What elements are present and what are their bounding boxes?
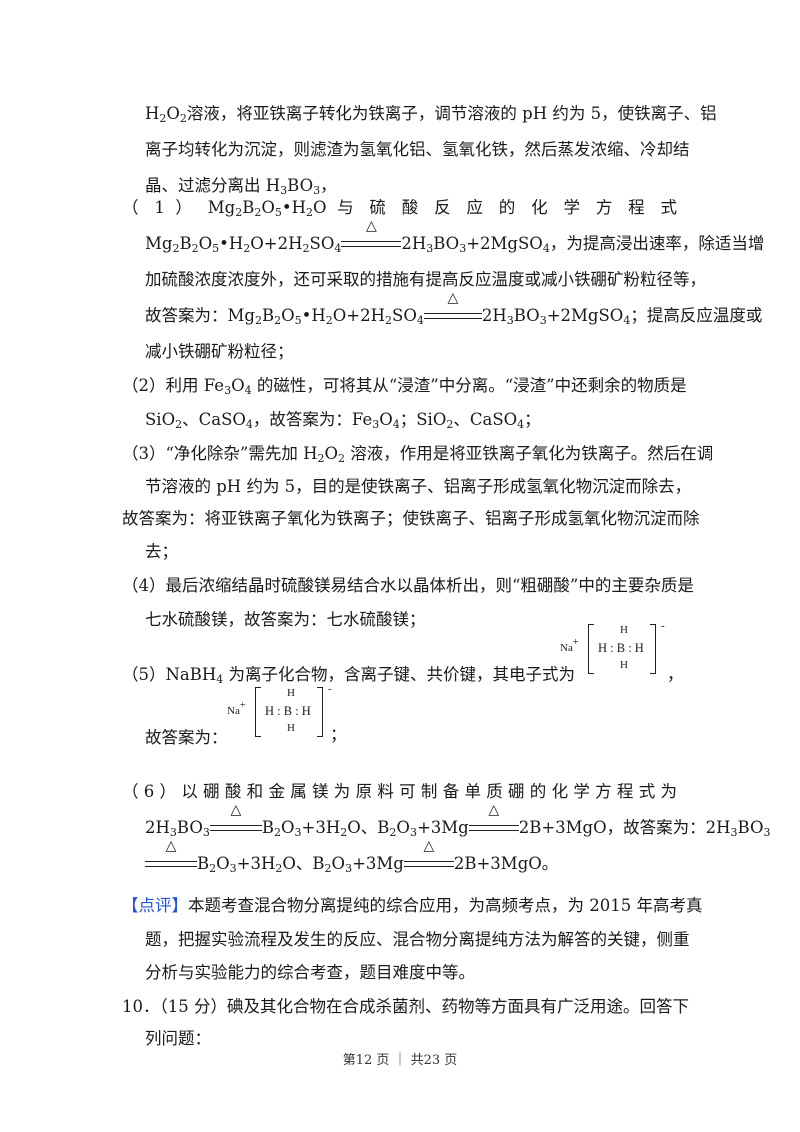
electron-dot-structure: Na+ H H : B : H H - <box>225 683 335 743</box>
heat-arrow: △ <box>468 803 519 839</box>
text-line: ； <box>330 725 347 744</box>
equation-line: 2H3BO3△B2O3+3H2O、B2O3+3Mg△2B+3MgO，故答案为：2… <box>145 802 771 839</box>
text-line: 加硫酸浓度浓度外，还可采取的措施有提高反应温度或减小铁硼矿粉粒径等， <box>145 270 706 289</box>
equation-line: Mg2B2O5•H2O+2H2SO4△2H3BO3+2MgSO4，为提高浸出速率… <box>145 218 765 255</box>
equation-line: △B2O3+3H2O、B2O3+3Mg△2B+3MgO。 <box>145 839 558 875</box>
text-line: 七水硫酸镁，故答案为：七水硫酸镁； <box>145 610 426 629</box>
comment-label: 【点评】 <box>122 896 188 915</box>
equation-line: 故答案为：Mg2B2O5•H2O+2H2SO4△2H3BO3+2MgSO4；提高… <box>145 290 763 327</box>
text-line: H2O2溶液，将亚铁离子转化为铁离子，调节溶液的 pH 约为 5，使铁离子、铝 <box>145 104 717 125</box>
text-line: （3）“净化除杂”需先加 H2O2 溶液，作用是将亚铁离子氧化为铁离子。然后在调 <box>122 444 714 465</box>
text-line: 故答案为：将亚铁离子氧化为铁离子；使铁离子、铝离子形成氢氧化物沉淀而除 <box>122 509 700 528</box>
text-line: 故答案为： <box>145 728 228 747</box>
text-line: （2）利用 Fe3O4 的磁性，可将其从“浸渣”中分离。“浸渣”中还剩余的物质是 <box>122 376 687 397</box>
comment-line: 【点评】本题考查混合物分离提纯的综合应用，为高频考点，为 2015 年高考真 <box>122 896 703 915</box>
heat-arrow: △ <box>341 219 402 255</box>
question-line: 10．（15 分）碘及其化合物在合成杀菌剂、药物等方面具有广泛用途。回答下 <box>122 997 689 1016</box>
heat-arrow: △ <box>209 803 262 839</box>
text-line: （ 6 ） 以 硼 酸 和 金 属 镁 为 原 料 可 制 备 单 质 硼 的 … <box>122 782 677 801</box>
text-line: SiO2、CaSO4，故答案为：Fe3O4；SiO2、CaSO4； <box>145 410 541 431</box>
text-line: 离子均转化为沉淀，则滤渣为氢氧化铝、氢氧化铁，然后蒸发浓缩、冷却结 <box>145 140 690 159</box>
text-line: （ 1 ） Mg2B2O5•H2O 与 硫 酸 反 应 的 化 学 方 程 式 <box>122 198 678 219</box>
text-line: 列问题： <box>145 1029 211 1048</box>
heat-arrow: △ <box>423 291 482 327</box>
text-line: 晶、过滤分离出 H3BO3， <box>145 176 337 197</box>
text-line: 去； <box>145 542 178 561</box>
heat-arrow: △ <box>403 839 454 875</box>
text-line: 减小铁硼矿粉粒径； <box>145 342 294 361</box>
text-line: 题，把握实验流程及发生的反应、混合物分离提纯方法为解答的关键，侧重 <box>145 930 690 949</box>
electron-dot-structure: Na+ H H : B : H H - <box>558 620 668 680</box>
text-line: （4）最后浓缩结晶时硫酸镁易结合水以晶体析出，则“粗硼酸”中的主要杂质是 <box>122 576 694 595</box>
heat-arrow: △ <box>145 839 197 875</box>
text-line: 分析与实验能力的综合考查，题目难度中等。 <box>145 963 475 982</box>
text-line: 节溶液的 pH 约为 5，目的是使铁离子、铝离子形成氢氧化物沉淀而除去， <box>145 477 692 496</box>
page-footer: 第12 页 ｜ 共23 页 <box>342 1053 458 1068</box>
text-line: （5）NaBH4 为离子化合物，含离子键、共价键，其电子式为 <box>122 665 576 686</box>
text-line: ， <box>667 665 684 684</box>
